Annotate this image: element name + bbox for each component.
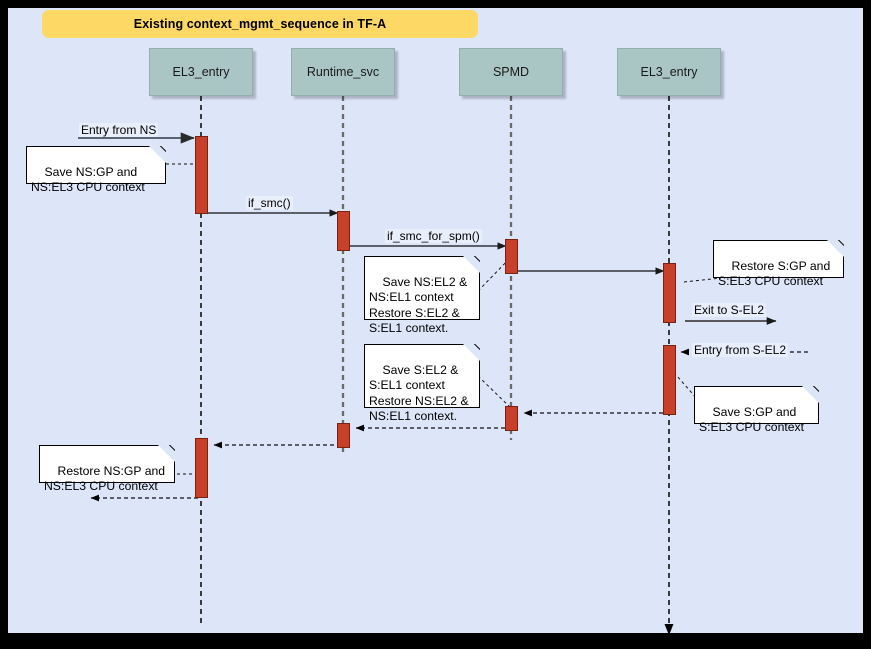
note-save-ns-el2: Save NS:EL2 & NS:EL1 context Restore S:E… [364, 256, 480, 335]
activation-runtime-svc-1 [337, 211, 350, 251]
activation-spmd-2 [505, 406, 518, 431]
note-save-s-el2: Save S:EL2 & S:EL1 context Restore NS:EL… [364, 344, 480, 423]
message-label-if-smc-for-spm: if_smc_for_spm() [385, 229, 482, 243]
note-fold-line [801, 386, 819, 404]
note-text: Save S:GP and S:EL3 CPU context [699, 404, 804, 435]
activation-el3-entry-left-2 [195, 438, 208, 498]
note-text: Save S:EL2 & S:EL1 context Restore NS:EL… [369, 362, 469, 424]
note-restore-ns-gp: Restore NS:GP and NS:EL3 CPU context [39, 445, 175, 493]
note-fold-line [157, 445, 175, 463]
note-restore-s-gp: Restore S:GP and S:EL3 CPU context [713, 240, 844, 288]
note-save-s-gp: Save S:GP and S:EL3 CPU context [694, 386, 819, 434]
note-fold-line [462, 256, 480, 274]
diagram-title-banner: Existing context_mgmt_sequence in TF-A [42, 10, 478, 38]
note-text: Save NS:EL2 & NS:EL1 context Restore S:E… [369, 274, 468, 336]
note-save-ns-gp: Save NS:GP and NS:EL3 CPU context [26, 146, 166, 194]
participant-spmd[interactable]: SPMD [459, 48, 563, 96]
participant-el3-entry-left[interactable]: EL3_entry [149, 48, 253, 96]
note-connector-4 [477, 375, 514, 411]
diagram-title: Existing context_mgmt_sequence in TF-A [133, 17, 387, 31]
note-text: Save NS:GP and NS:EL3 CPU context [31, 164, 145, 195]
participant-runtime-svc[interactable]: Runtime_svc [291, 48, 395, 96]
activation-runtime-svc-2 [337, 423, 350, 448]
participant-label: Runtime_svc [306, 65, 380, 79]
note-fold-line [462, 344, 480, 362]
participant-label: SPMD [492, 65, 530, 79]
note-fold-line [148, 146, 166, 164]
note-text: Restore S:GP and S:EL3 CPU context [718, 258, 831, 289]
message-label-entry-from-ns: Entry from NS [79, 123, 159, 137]
activation-el3-entry-right-2 [663, 345, 676, 415]
activation-el3-entry-right-1 [663, 263, 676, 323]
note-fold-line [826, 240, 844, 258]
participant-label: EL3_entry [640, 65, 698, 79]
sequence-diagram-canvas: Existing context_mgmt_sequence in TF-A [8, 8, 863, 633]
activation-spmd-1 [505, 239, 518, 274]
activation-el3-entry-left-1 [195, 136, 208, 214]
participant-label: EL3_entry [172, 65, 230, 79]
note-connector-2 [477, 254, 514, 292]
message-label-if-smc: if_smc() [246, 196, 293, 210]
message-label-entry-from-s-el2: Entry from S-EL2 [692, 343, 789, 357]
note-connector-3 [683, 277, 722, 283]
note-text: Restore NS:GP and NS:EL3 CPU context [44, 463, 166, 494]
message-label-exit-to-s-el2: Exit to S-EL2 [692, 303, 767, 317]
participant-el3-entry-right[interactable]: EL3_entry [617, 48, 721, 96]
